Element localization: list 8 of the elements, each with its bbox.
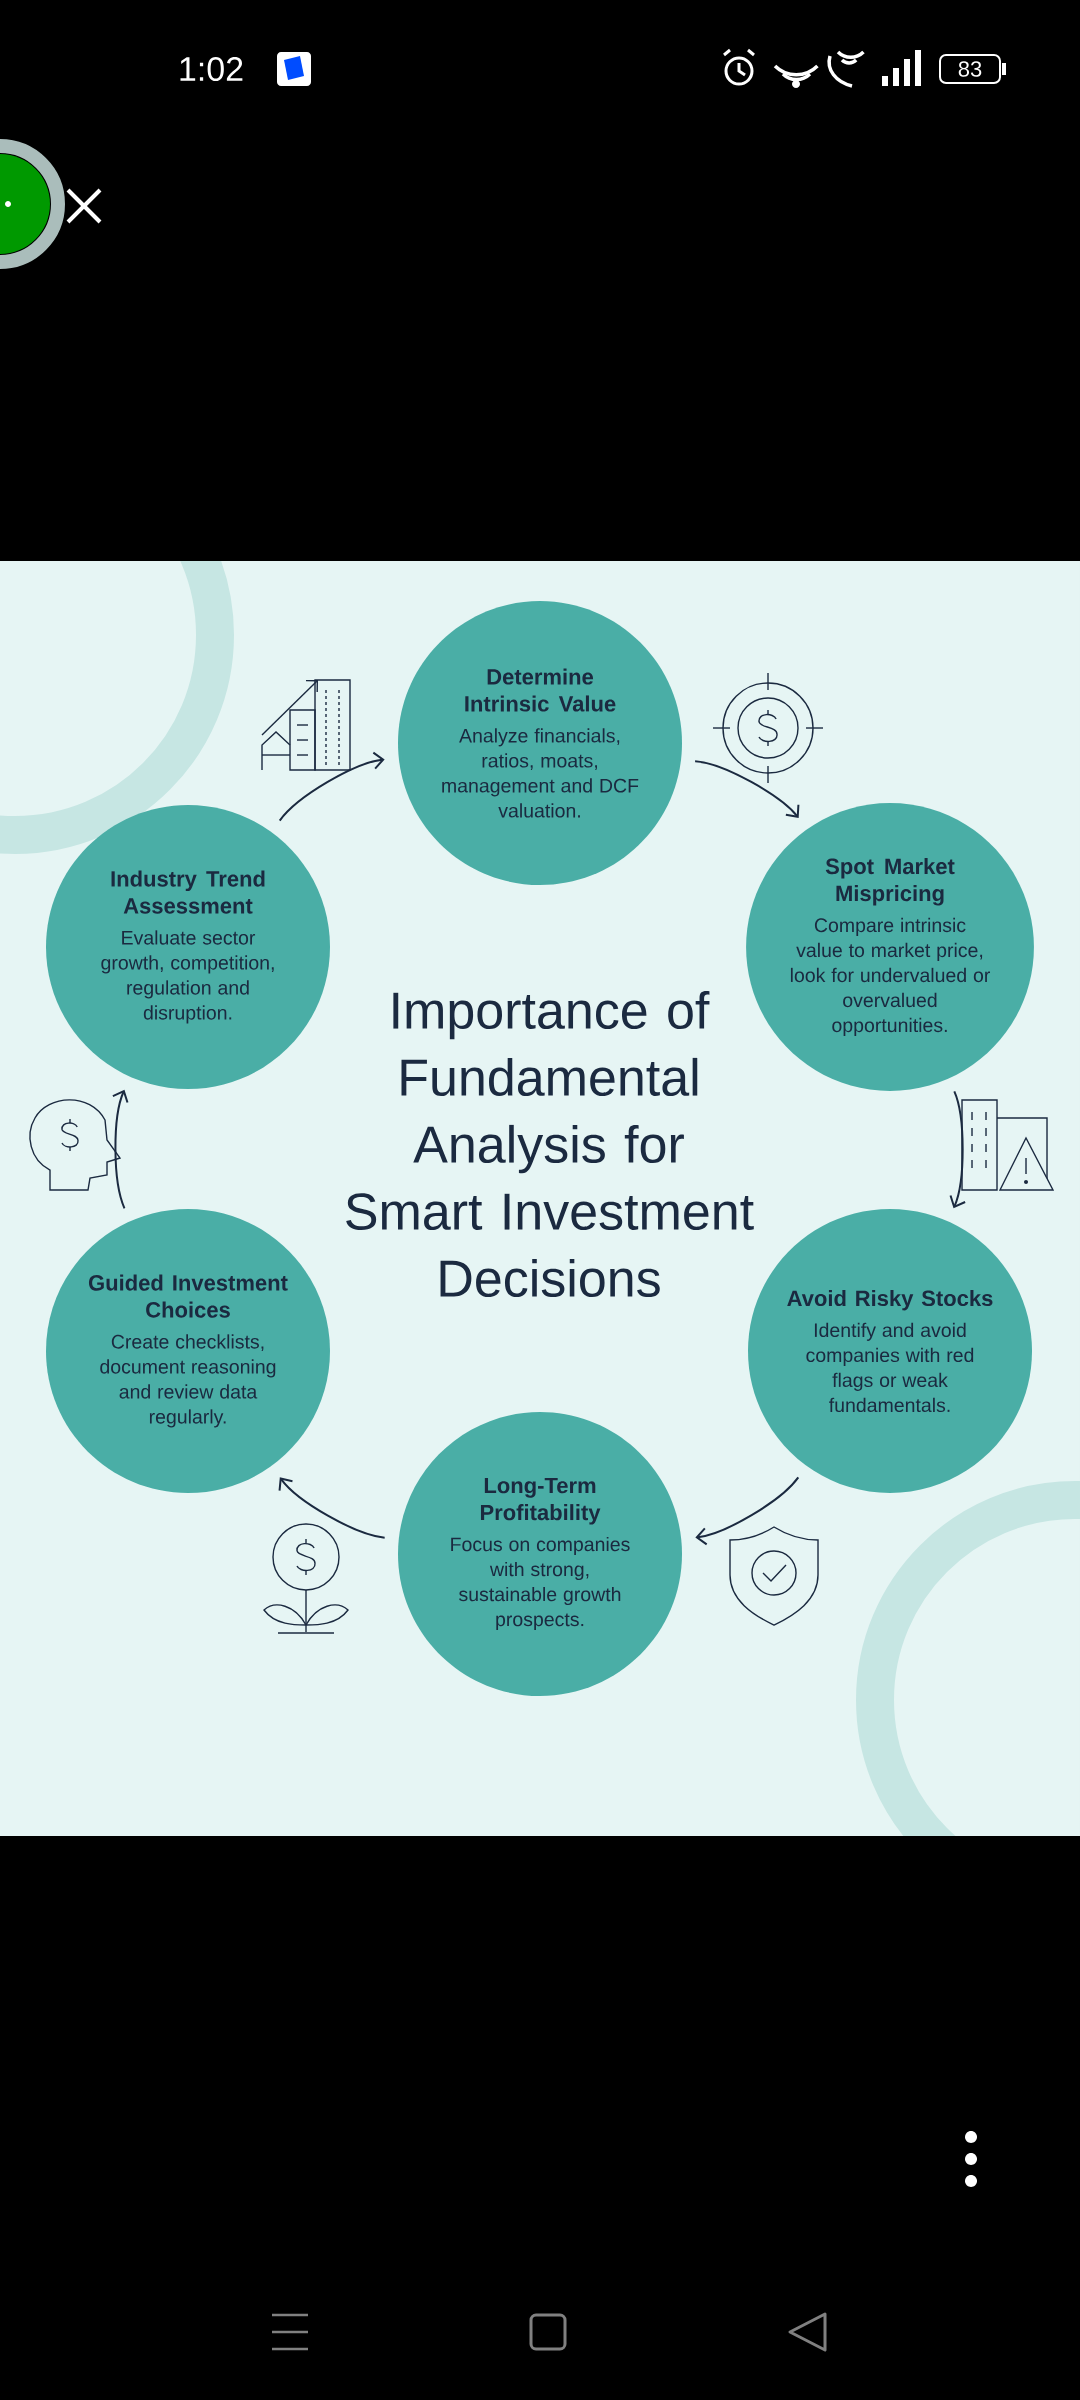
arrow <box>694 760 800 818</box>
arrow <box>949 1090 967 1209</box>
arrow <box>111 1089 129 1210</box>
arrow <box>278 1477 386 1539</box>
battery-indicator: 83 <box>939 54 1006 84</box>
arrow <box>278 751 385 822</box>
status-time: 1:02 <box>180 56 243 82</box>
arrow <box>695 1476 800 1546</box>
